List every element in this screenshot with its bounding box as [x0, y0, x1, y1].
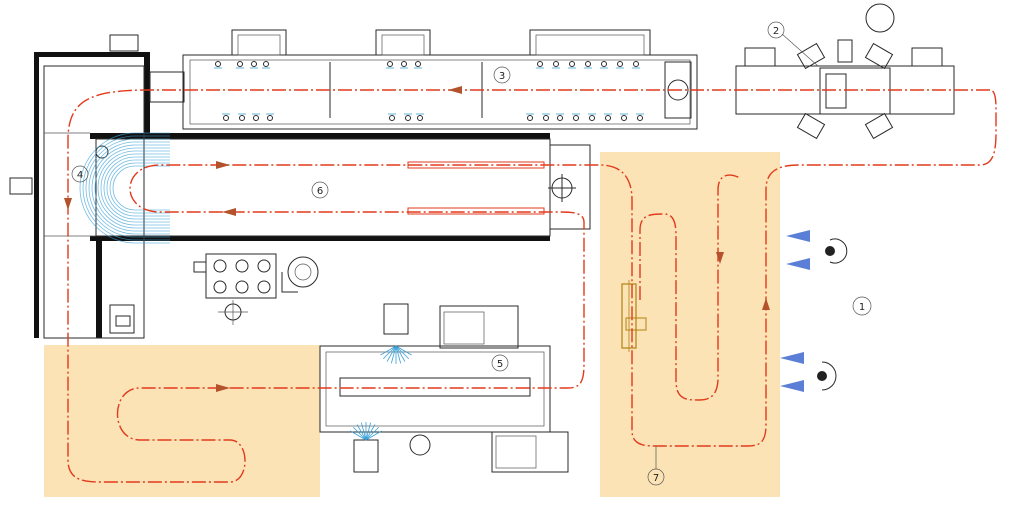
spray-nozzle-icon	[616, 61, 624, 69]
zone-1-label: 1	[859, 302, 865, 313]
spray-nozzle-icon	[414, 61, 422, 69]
spray-jet	[352, 426, 367, 441]
spray-arc	[79, 132, 170, 244]
spray-jet	[395, 345, 412, 356]
conveyor-line	[67, 89, 997, 483]
spray-arc	[85, 138, 170, 238]
washer-spray	[350, 345, 412, 441]
fan-unit	[281, 256, 319, 293]
flow-arrow-icon	[64, 198, 72, 210]
spray-nozzle-row	[214, 61, 644, 121]
spray-jet	[365, 424, 376, 441]
zone-5-label: 5	[497, 359, 503, 370]
flow-arrow-icon	[762, 298, 770, 310]
spray-nozzle-icon	[604, 113, 612, 121]
spray-jet	[360, 422, 367, 441]
spray-nozzle-icon	[266, 113, 274, 121]
flow-arrow-icon	[786, 258, 810, 270]
spray-nozzle-icon	[238, 113, 246, 121]
spray-nozzle-icon	[526, 113, 534, 121]
zone-labels: 1 2 3 4 5 6 7	[71, 21, 872, 486]
building-walls	[34, 52, 550, 339]
spray-nozzle-icon	[388, 113, 396, 121]
spray-arc	[103, 156, 170, 220]
spray-jet	[350, 430, 367, 441]
zone-7-label: 7	[653, 473, 659, 484]
filter-unit	[193, 253, 277, 299]
spray-arc	[109, 162, 170, 214]
spray-arc	[97, 150, 170, 226]
spray-nozzle-icon	[250, 61, 258, 69]
spray-nozzle-icon	[214, 61, 222, 69]
flow-arrow-icon	[716, 252, 724, 264]
zone-2-label: 2	[773, 26, 779, 37]
spray-jet	[395, 345, 410, 360]
spray-arc	[82, 135, 170, 241]
spray-nozzle-icon	[400, 61, 408, 69]
spray-nozzle-icon	[252, 113, 260, 121]
spray-nozzle-icon	[584, 61, 592, 69]
spray-jet	[380, 345, 397, 356]
left-equipment	[9, 177, 135, 334]
spray-arc	[112, 165, 170, 211]
spray-nozzle-icon	[536, 61, 544, 69]
work-area-right	[600, 152, 780, 497]
spray-arc	[106, 159, 170, 217]
direction-arrows	[64, 86, 770, 392]
spray-nozzle-icon	[236, 61, 244, 69]
flow-arrow-icon	[222, 208, 236, 216]
flow-arrow-icon	[216, 384, 230, 392]
spray-nozzle-icon	[556, 113, 564, 121]
spray-nozzle-icon	[386, 61, 394, 69]
spray-jet	[365, 430, 382, 441]
flow-arrow-icon	[780, 380, 804, 392]
spray-nozzle-icon	[600, 61, 608, 69]
spray-jet	[365, 426, 380, 441]
spray-jet	[382, 345, 397, 360]
zone-6-label: 6	[317, 186, 323, 197]
spray-nozzle-icon	[416, 113, 424, 121]
flow-indicators	[780, 230, 848, 392]
spray-nozzle-icon	[222, 113, 230, 121]
spray-jet	[365, 422, 372, 441]
flow-arrow-icon	[786, 230, 810, 242]
spray-nozzle-icon	[552, 61, 560, 69]
spray-arc	[88, 141, 170, 235]
work-area-left	[44, 345, 320, 497]
spray-arc	[94, 147, 170, 229]
spray-jet	[390, 345, 397, 364]
flow-arrow-icon	[780, 352, 804, 364]
u-spray-manifold	[79, 132, 170, 244]
spray-arc	[91, 144, 170, 232]
washer-5	[319, 303, 569, 473]
flow-arrow-icon	[448, 86, 462, 94]
spray-jet	[356, 424, 367, 441]
pump-unit	[218, 300, 248, 325]
zone-3-label: 3	[499, 71, 505, 82]
spray-nozzle-icon	[620, 113, 628, 121]
spray-nozzle-icon	[636, 113, 644, 121]
spray-nozzle-icon	[262, 61, 270, 69]
spray-arc	[100, 153, 170, 223]
spray-nozzle-icon	[542, 113, 550, 121]
tunnel-6	[95, 138, 591, 237]
spray-jet	[395, 345, 406, 362]
spray-nozzle-icon	[572, 113, 580, 121]
spray-nozzle-icon	[568, 61, 576, 69]
flow-arrow-icon	[216, 161, 230, 169]
spray-jet	[395, 345, 402, 364]
station-7-device	[621, 280, 647, 352]
spray-nozzle-icon	[404, 113, 412, 121]
spray-jet	[386, 345, 397, 362]
station-2	[735, 3, 955, 140]
spray-nozzle-icon	[588, 113, 596, 121]
spray-nozzle-icon	[632, 61, 640, 69]
zone-4-label: 4	[77, 170, 83, 181]
